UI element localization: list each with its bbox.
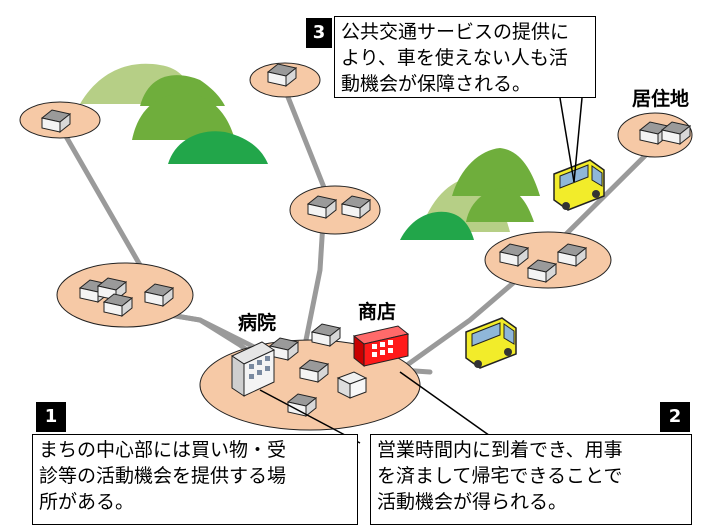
box-building bbox=[336, 371, 368, 399]
callout-2-line-1: 営業時間内に到着でき、用事 bbox=[377, 439, 623, 461]
mountains-right bbox=[400, 148, 540, 240]
callout-1-number: 1 bbox=[36, 402, 66, 432]
settlement-right bbox=[484, 231, 612, 289]
hospital-label: 病院 bbox=[238, 312, 277, 334]
callout-1-line-3: 所がある。 bbox=[39, 491, 135, 513]
callout-3-number: 3 bbox=[306, 18, 332, 48]
callout-3-line-3: 動機会が保障される。 bbox=[341, 73, 532, 95]
hospital-building bbox=[230, 341, 276, 397]
settlement-residence bbox=[617, 112, 693, 158]
callout-1: まちの中心部には買い物・受 診等の活動機会を提供する場 所がある。 bbox=[32, 434, 358, 525]
callout-3: 公共交通サービスの提供に より、車を使えない人も活 動機会が保障される。 bbox=[334, 16, 596, 98]
callout-1-line-1: まちの中心部には買い物・受 bbox=[39, 439, 287, 461]
shop-label: 商店 bbox=[358, 301, 397, 323]
bus-lower bbox=[465, 317, 517, 369]
callout-2-line-3: 活動機会が得られる。 bbox=[377, 491, 568, 513]
residence-label: 居住地 bbox=[632, 88, 690, 110]
mountains-left bbox=[80, 63, 268, 164]
shop-building bbox=[352, 325, 410, 368]
settlement-mid-center bbox=[289, 185, 381, 235]
settlement-top-left bbox=[19, 101, 101, 139]
callout-3-line-2: より、車を使えない人も活 bbox=[341, 47, 568, 69]
callout-2-line-2: を済まして帰宅できることで bbox=[377, 465, 623, 487]
callout-2: 営業時間内に到着でき、用事 を済まして帰宅できることで 活動機会が得られる。 bbox=[370, 434, 692, 525]
settlement-center bbox=[199, 323, 421, 431]
callout-1-line-2: 診等の活動機会を提供する場 bbox=[39, 465, 287, 487]
settlement-left bbox=[56, 262, 194, 328]
callout-3-line-1: 公共交通サービスの提供に bbox=[341, 21, 570, 43]
settlement-top-center bbox=[249, 62, 321, 98]
callout-2-number: 2 bbox=[660, 402, 690, 432]
